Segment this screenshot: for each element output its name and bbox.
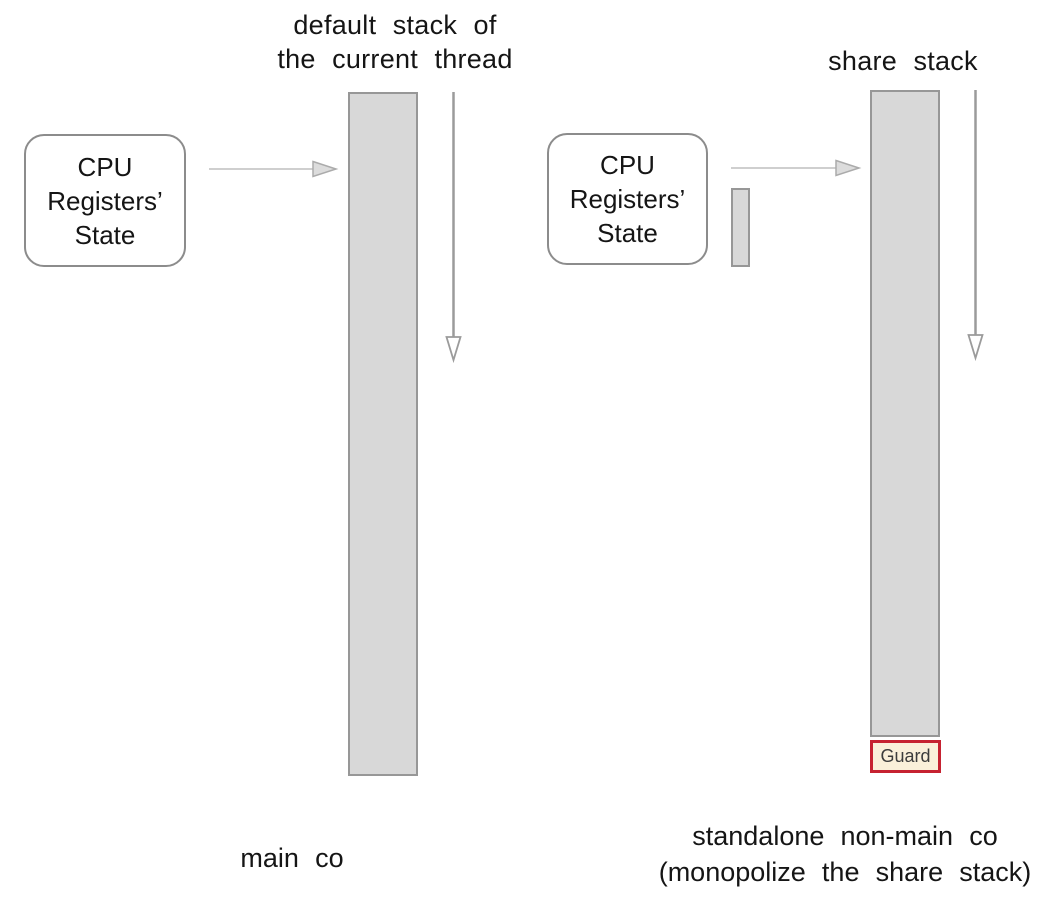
cpu-box-right-line1: CPU bbox=[600, 150, 655, 180]
cpu-registers-box-right: CPU Registers’ State bbox=[547, 133, 708, 265]
right-stack-rect bbox=[870, 90, 940, 737]
cpu-box-right-line3: State bbox=[597, 218, 658, 248]
cpu-registers-box-left: CPU Registers’ State bbox=[24, 134, 186, 267]
right-stack-title: share stack bbox=[828, 46, 978, 76]
left-caption: main co bbox=[240, 843, 344, 873]
cpu-box-left-line2: Registers’ bbox=[47, 185, 163, 216]
right-arrow-icon-left-group bbox=[209, 160, 339, 178]
right-arrow-icon-right-group bbox=[731, 159, 862, 177]
guard-label: Guard bbox=[880, 746, 931, 766]
cpu-box-left-line3: State bbox=[74, 219, 136, 250]
right-caption-line2: (monopolize the share stack) bbox=[658, 857, 1032, 887]
saved-stack-fragment-rect bbox=[731, 188, 750, 267]
down-arrow-icon-right-group bbox=[967, 90, 984, 362]
guard-page-box: Guard bbox=[870, 740, 941, 773]
left-stack-title-line2: the current thread bbox=[277, 44, 513, 74]
right-caption: standalone non-main co (monopolize the s… bbox=[615, 818, 1058, 890]
left-stack-title: default stack of the current thread bbox=[255, 8, 535, 76]
down-arrow-icon-left-group bbox=[445, 92, 462, 364]
left-stack-title-line1: default stack of bbox=[293, 10, 497, 40]
left-stack-rect bbox=[348, 92, 418, 776]
cpu-box-left-line1: CPU bbox=[77, 151, 133, 182]
cpu-box-right-line2: Registers’ bbox=[569, 184, 686, 214]
right-caption-line1: standalone non-main co bbox=[692, 821, 998, 851]
